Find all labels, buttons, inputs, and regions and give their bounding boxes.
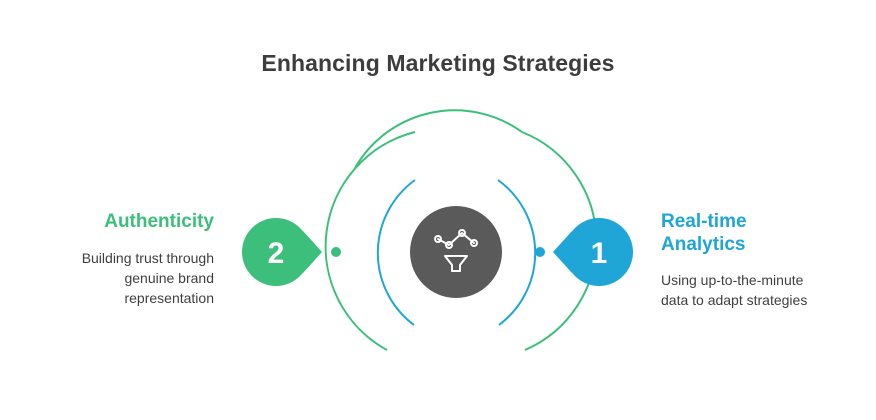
badge-1: 1 (553, 218, 633, 286)
authenticity-description: Building trust through genuine brand rep… (81, 250, 214, 306)
badge-2: 2 (242, 218, 322, 286)
badge-2-number: 2 (268, 237, 285, 270)
inner-arc-right (497, 179, 537, 326)
realtime-analytics-heading: Real-time Analytics (661, 211, 747, 255)
realtime-analytics-description: Using up-to-the-minute data to adapt str… (661, 272, 808, 308)
funnel-analytics-icon (434, 229, 478, 272)
outer-arc-left (324, 131, 416, 351)
connector-dot-right (535, 247, 545, 257)
outer-arc-top (354, 109, 523, 169)
inner-arc-left (376, 179, 416, 326)
page-title: Enhancing Marketing Strategies (261, 50, 615, 76)
center-hub (410, 206, 502, 298)
connector-dot-left (331, 247, 341, 257)
badge-1-number: 1 (591, 237, 608, 270)
authenticity-heading: Authenticity (104, 211, 214, 232)
